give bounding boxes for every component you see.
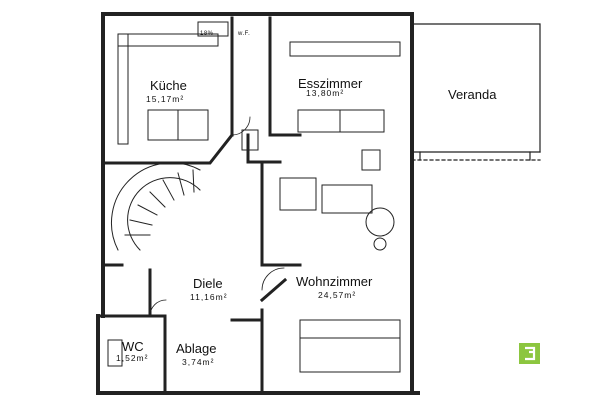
room-area-diele: 11,16m²: [190, 292, 228, 302]
room-name-kueche: Küche: [150, 78, 187, 93]
staircase: [111, 162, 201, 251]
interior-walls: [96, 16, 302, 395]
room-name-ablage: Ablage: [176, 341, 217, 356]
room-name-veranda: Veranda: [448, 87, 497, 102]
room-area-wohnzimmer: 24,57m²: [318, 290, 357, 300]
room-name-wohnzimmer: Wohnzimmer: [296, 274, 373, 289]
annotation-18: 18%: [200, 31, 214, 37]
room-area-ablage: 3,74m²: [182, 357, 215, 367]
room-area-wc: 1,52m²: [116, 353, 149, 363]
brand-logo-icon: [519, 343, 540, 364]
veranda-outline: [411, 23, 541, 161]
furniture: [107, 21, 401, 373]
room-name-esszimmer: Esszimmer: [298, 76, 363, 91]
room-name-diele: Diele: [193, 276, 223, 291]
room-area-esszimmer: 13,80m²: [306, 88, 345, 98]
door-swings: [149, 116, 285, 317]
room-name-wc: WC: [122, 339, 144, 354]
annotation-wf: w.F.: [238, 31, 251, 37]
outer-walls: [96, 12, 420, 395]
room-area-kueche: 15,17m²: [146, 94, 185, 104]
